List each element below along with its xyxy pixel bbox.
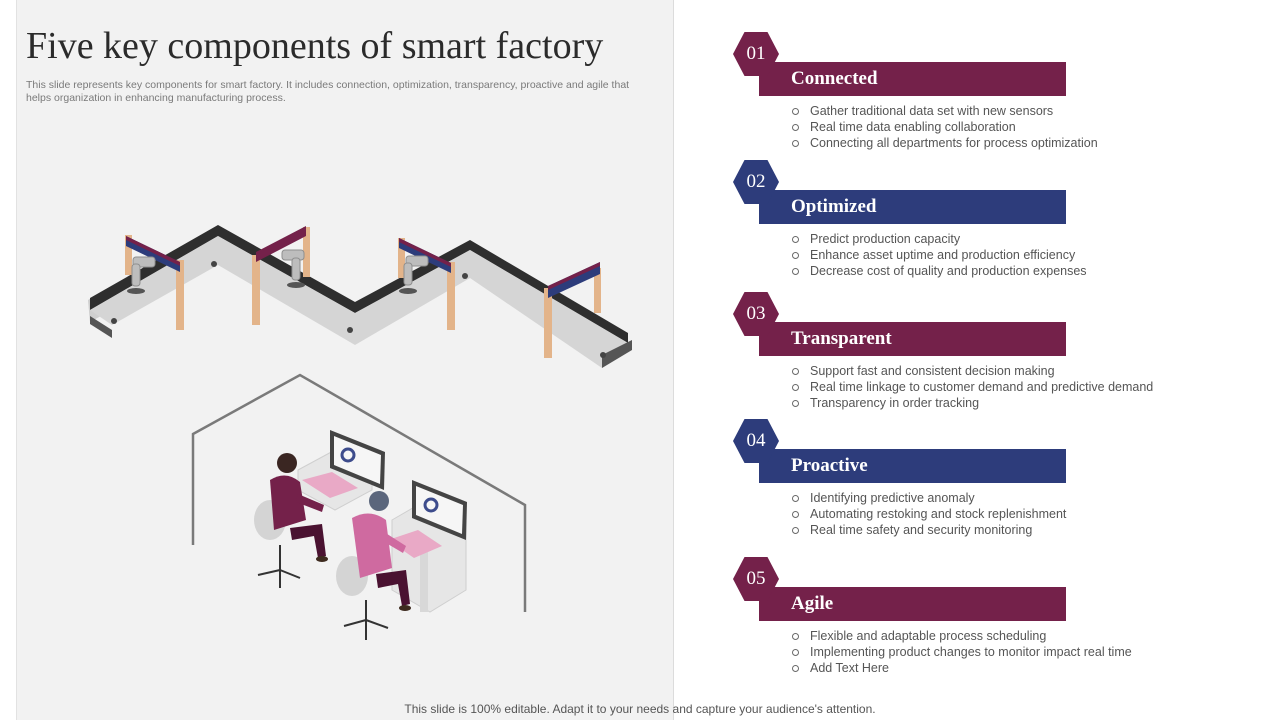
component-title: Proactive (791, 455, 868, 476)
component-point: Gather traditional data set with new sen… (790, 103, 1098, 119)
footer-note: This slide is 100% editable. Adapt it to… (404, 702, 876, 716)
component-point: Real time safety and security monitoring (790, 522, 1066, 538)
conveyor-belt-illustration (88, 225, 632, 368)
component-points: Flexible and adaptable process schedulin… (790, 628, 1132, 676)
component-number-badge: 01 (733, 32, 779, 76)
component-points: Gather traditional data set with new sen… (790, 103, 1098, 151)
component-point: Flexible and adaptable process schedulin… (790, 628, 1132, 644)
component-title: Optimized (791, 196, 877, 217)
component-number-badge: 03 (733, 292, 779, 336)
component-point: Add Text Here (790, 660, 1132, 676)
component-point: Decrease cost of quality and production … (790, 263, 1087, 279)
component-number-badge: 04 (733, 419, 779, 463)
component-number-badge: 02 (733, 160, 779, 204)
component-point: Enhance asset uptime and production effi… (790, 247, 1087, 263)
component-point: Connecting all departments for process o… (790, 135, 1098, 151)
component-point: Predict production capacity (790, 231, 1087, 247)
left-panel (16, 0, 674, 720)
page-title: Five key components of smart factory (26, 25, 604, 67)
workstation-illustration (254, 430, 467, 640)
component-point: Real time data enabling collaboration (790, 119, 1098, 135)
component-point: Support fast and consistent decision mak… (790, 363, 1153, 379)
component-number-badge: 05 (733, 557, 779, 601)
page-subtitle: This slide represents key components for… (26, 79, 630, 104)
component-title-bar: Proactive (759, 449, 1066, 483)
component-title: Transparent (791, 328, 892, 349)
component-title: Agile (791, 593, 834, 614)
component-title: Connected (791, 68, 878, 89)
component-title-bar: Agile (759, 587, 1066, 621)
component-title-bar: Connected (759, 62, 1066, 96)
component-point: Real time linkage to customer demand and… (790, 379, 1153, 395)
component-title-bar: Transparent (759, 322, 1066, 356)
component-points: Support fast and consistent decision mak… (790, 363, 1153, 411)
component-point: Identifying predictive anomaly (790, 490, 1066, 506)
component-title-bar: Optimized (759, 190, 1066, 224)
smart-factory-illustration (88, 225, 632, 640)
component-point: Transparency in order tracking (790, 395, 1153, 411)
component-point: Implementing product changes to monitor … (790, 644, 1132, 660)
house-outline (191, 373, 527, 612)
component-point: Automating restoking and stock replenish… (790, 506, 1066, 522)
